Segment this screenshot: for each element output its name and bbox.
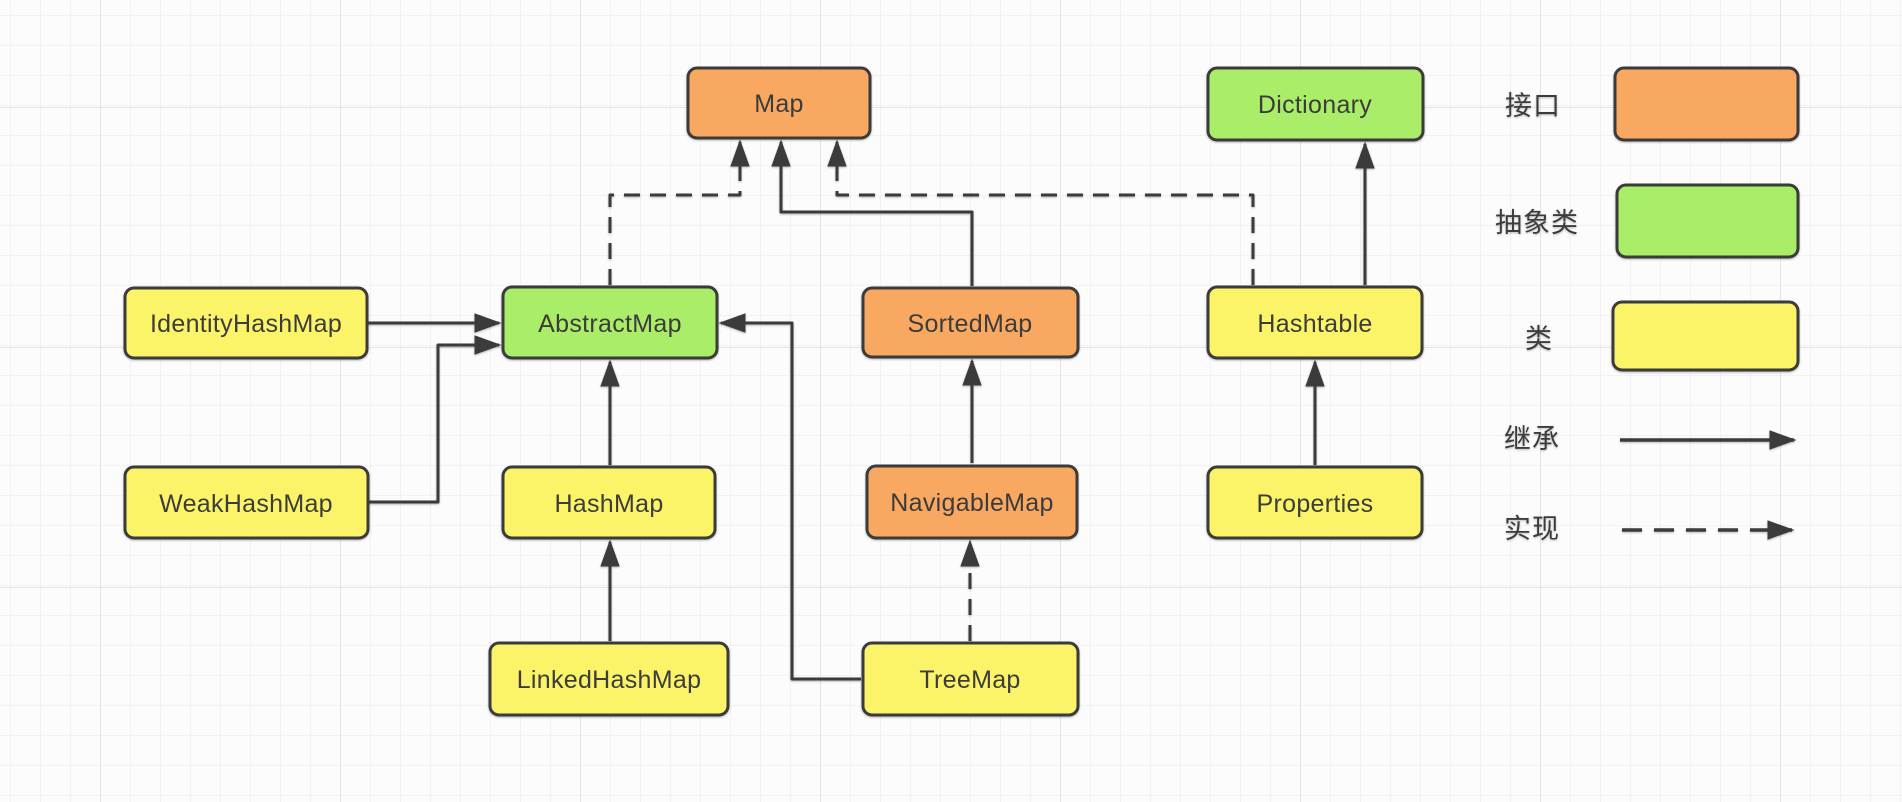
legend-interface-label: 接口 [1505, 91, 1561, 121]
legend-interface-swatch [1613, 66, 1800, 142]
edge-abstractmap-implements-map [608, 139, 750, 285]
legend-implementation-label: 实现 [1504, 514, 1560, 544]
node-sortedmap-box [861, 286, 1080, 359]
legend-inheritance-label: 继承 [1504, 424, 1560, 454]
node-properties-box [1206, 465, 1424, 540]
node-navigablemap: NavigableMap [865, 464, 1079, 540]
edge-sortedmap-extends-map [771, 139, 974, 286]
node-treemap-label: TreeMap [919, 666, 1020, 694]
node-weakhashmap: WeakHashMap [123, 465, 370, 540]
node-abstractmap-box [501, 285, 719, 360]
node-identityhashmap-box [123, 286, 369, 360]
node-treemap-box [861, 641, 1080, 717]
node-weakhashmap-box [123, 465, 370, 540]
legend-abstract-class-label: 抽象类 [1495, 208, 1579, 238]
node-treemap: TreeMap [861, 641, 1080, 717]
node-sortedmap-label: SortedMap [908, 310, 1033, 338]
node-linkedhashmap: LinkedHashMap [488, 641, 730, 717]
node-hashtable-box [1206, 285, 1424, 360]
node-sortedmap: SortedMap [861, 286, 1080, 359]
node-hashmap: HashMap [501, 465, 717, 540]
node-hashmap-box [501, 465, 717, 540]
legend-class-swatch [1611, 300, 1800, 372]
node-properties-label: Properties [1257, 490, 1374, 518]
node-navigablemap-label: NavigableMap [890, 489, 1053, 517]
node-linkedhashmap-label: LinkedHashMap [517, 666, 702, 694]
legend-abstract-class-swatch [1615, 183, 1800, 259]
node-hashtable-label: Hashtable [1257, 310, 1372, 338]
node-abstractmap: AbstractMap [501, 285, 719, 360]
nodes-layer: Map Dictionary IdentityHashMap AbstractM… [123, 66, 1425, 717]
node-dictionary-label: Dictionary [1258, 91, 1372, 119]
node-dictionary-box [1206, 66, 1425, 142]
node-dictionary: Dictionary [1206, 66, 1425, 142]
node-hashmap-label: HashMap [554, 490, 663, 518]
node-map-label: Map [754, 90, 804, 118]
edge-hashtable-implements-map [827, 139, 1255, 285]
node-properties: Properties [1206, 465, 1424, 540]
node-map-box [686, 66, 872, 140]
node-identityhashmap: IdentityHashMap [123, 286, 369, 360]
legend: 接口 抽象类 类 继承 实现 [1495, 66, 1800, 544]
node-navigablemap-box [865, 464, 1079, 540]
legend-class-label: 类 [1525, 324, 1553, 354]
node-abstractmap-label: AbstractMap [538, 310, 682, 338]
node-identityhashmap-label: IdentityHashMap [150, 310, 342, 338]
node-weakhashmap-label: WeakHashMap [159, 490, 333, 518]
edge-treemap-extends-abstractmap [718, 313, 861, 681]
node-linkedhashmap-box [488, 641, 730, 717]
node-hashtable: Hashtable [1206, 285, 1424, 360]
node-map: Map [686, 66, 872, 140]
edge-weakhashmap-extends-abstractmap [368, 335, 502, 504]
edges-layer [367, 139, 1375, 681]
